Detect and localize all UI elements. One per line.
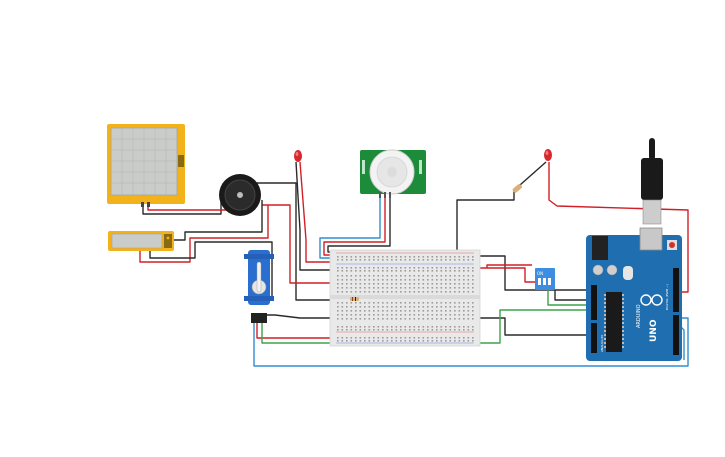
lcd-connector <box>178 155 184 167</box>
pir-pin-1 <box>379 192 381 198</box>
led-right[interactable] <box>544 149 552 161</box>
led-shine <box>295 152 299 156</box>
arduino-uno[interactable]: UNO ARDUINO DIGITAL (PWM ~) ANALOG IN <box>586 227 682 361</box>
wire-slider-black[interactable] <box>172 200 263 241</box>
lcd-pin-1 <box>141 202 144 207</box>
wire-dip-green[interactable] <box>547 290 590 306</box>
atmega-chip <box>606 292 622 352</box>
wire-slider-black-2[interactable] <box>149 241 273 300</box>
wire-right-led-red[interactable] <box>548 162 689 293</box>
dip-switch-label: ON <box>537 271 543 276</box>
power-jack <box>592 236 608 260</box>
wire-buzzer-black[interactable] <box>240 182 330 301</box>
arduino-logo-icon <box>640 294 663 306</box>
slide-potentiometer[interactable] <box>108 231 174 251</box>
resistor-icon <box>512 184 522 193</box>
header-left-analog <box>591 323 597 353</box>
usb-cable-icon <box>641 158 663 200</box>
piezo-buzzer[interactable] <box>219 174 261 216</box>
wire-lcd-black[interactable] <box>142 195 222 215</box>
slider-screw <box>166 236 170 240</box>
lcd-grid <box>111 128 177 195</box>
resistor[interactable] <box>512 183 523 193</box>
led-left[interactable] <box>294 150 302 162</box>
chip-pins <box>604 294 624 348</box>
digital-label: DIGITAL (PWM ~) <box>665 284 669 310</box>
crystal <box>623 266 633 280</box>
led-icon <box>544 149 552 161</box>
wire-led-left-black[interactable] <box>295 161 345 271</box>
led-shine <box>545 151 549 155</box>
wire-slider-red[interactable] <box>139 205 269 263</box>
resistor-icon <box>350 297 359 301</box>
wire-right-led-black-2[interactable] <box>519 161 547 186</box>
servo-horn-arm[interactable] <box>256 261 262 293</box>
dip-toggle-3[interactable] <box>548 278 551 285</box>
servo-connector <box>251 313 267 323</box>
arduino-logo-text: UNO <box>649 319 659 342</box>
usb-cable[interactable] <box>641 138 663 225</box>
micro-servo[interactable] <box>244 250 274 323</box>
lcd-pin-2 <box>147 202 150 207</box>
slider-icon <box>111 233 163 249</box>
pir-pin-2 <box>384 192 386 198</box>
breadboard-center-channel <box>330 295 480 299</box>
usb-port <box>639 227 663 251</box>
header-right-digital-2 <box>673 315 679 355</box>
usb-plug-metal <box>642 199 662 225</box>
reset-button-cap[interactable] <box>669 242 675 248</box>
wire-servo-blue[interactable] <box>253 317 689 367</box>
usb-cable-wire <box>649 138 655 160</box>
dip-toggle-1[interactable] <box>538 278 541 285</box>
dip-toggle-2[interactable] <box>543 278 546 285</box>
servo-tab-top <box>244 254 274 259</box>
capacitor-2 <box>606 264 618 276</box>
wire-bb-red-long[interactable] <box>486 264 532 268</box>
servo-tab-bottom <box>244 296 274 301</box>
breadboard-holes <box>337 256 474 342</box>
capacitor-1 <box>592 264 604 276</box>
wire-right-led-black[interactable] <box>456 190 515 258</box>
dip-switch[interactable]: ON <box>535 268 555 290</box>
wire-buzzer-red[interactable] <box>262 204 330 284</box>
pir-pin-3 <box>389 192 391 198</box>
pir-dome-center <box>387 167 397 177</box>
led-icon <box>294 150 302 162</box>
wire-servo-green[interactable] <box>261 309 590 344</box>
pir-motion-sensor[interactable] <box>360 149 426 198</box>
analog-label: ANALOG IN <box>600 335 604 352</box>
breadboard-resistor[interactable] <box>350 297 359 301</box>
header-left-power <box>591 285 597 320</box>
wire-bb-arduino-black[interactable] <box>470 255 590 291</box>
wire-bb-arduino-black-2[interactable] <box>480 317 590 336</box>
wire-pir-black[interactable] <box>327 197 391 253</box>
buzzer-hole <box>237 192 243 198</box>
wire-bb-dip-red[interactable] <box>480 267 538 283</box>
wire-servo-black[interactable] <box>267 314 330 319</box>
wire-servo-red[interactable] <box>256 322 330 339</box>
pir-labels <box>362 160 422 174</box>
slider-knob[interactable] <box>164 234 172 248</box>
lcd-display[interactable] <box>107 124 185 207</box>
arduino-brand-text: ARDUINO <box>636 304 642 328</box>
header-right-digital-1 <box>673 268 679 312</box>
wire-dip-black[interactable] <box>554 290 590 301</box>
